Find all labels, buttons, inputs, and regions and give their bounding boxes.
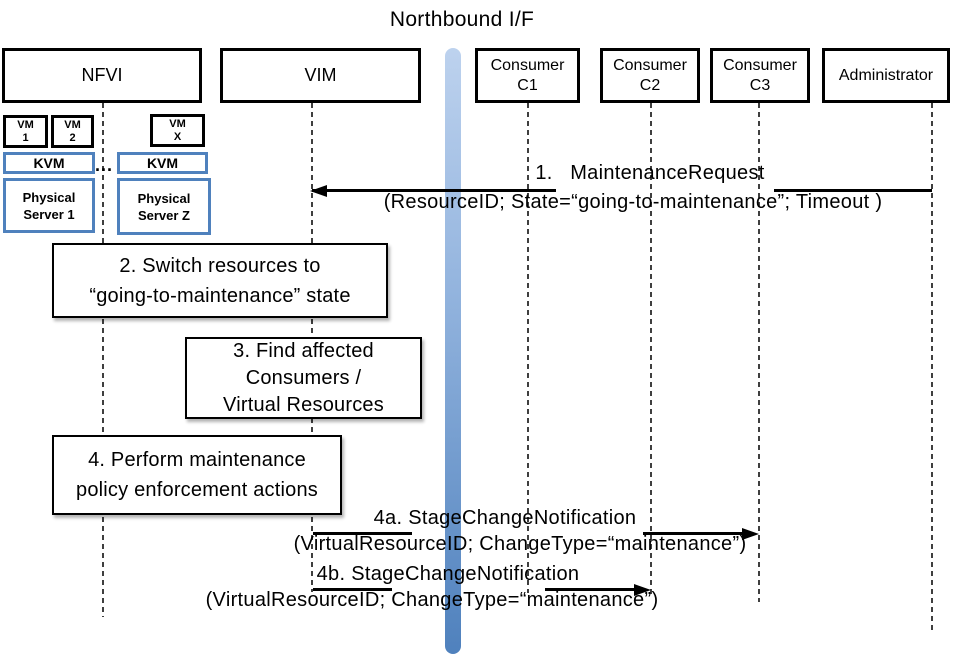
server1-line2: Server 1: [23, 206, 75, 222]
actor-c1-line1: Consumer: [490, 56, 565, 74]
vmx-line1: VM: [169, 117, 186, 130]
actor-nfvi: NFVI: [2, 48, 202, 103]
northbound-if-title: Northbound I/F: [389, 8, 535, 31]
kvm-right-box: KVM: [117, 152, 208, 174]
msg1-arrowhead: [310, 184, 327, 197]
msg1-arrow-line-right: [774, 189, 932, 192]
actor-consumer-c1: Consumer C1: [475, 48, 580, 103]
actor-c3-line2: C3: [749, 76, 771, 94]
step3-box: 3. Find affected Consumers / Virtual Res…: [185, 337, 422, 419]
actor-c1-line2: C1: [517, 76, 538, 94]
vm1-line1: VM: [17, 118, 34, 131]
msg1-params: (ResourceID; State=“going-to-maintenance…: [383, 191, 883, 213]
msg4a-arrow-line-right: [643, 532, 743, 535]
step2-line1: 2. Switch resources to: [119, 254, 321, 277]
lifeline-consumer-c2: [650, 103, 652, 598]
vm1-line2: 1: [22, 131, 29, 144]
physical-server-z-box: Physical Server Z: [117, 178, 211, 235]
vm2-line2: 2: [69, 131, 76, 144]
server1-line1: Physical: [22, 189, 76, 205]
northbound-interface-bar: [445, 48, 461, 654]
actor-nfvi-label: NFVI: [81, 65, 123, 86]
lifeline-administrator: [931, 103, 933, 630]
msg4a-arrow-line-left: [313, 532, 412, 535]
step2-line2: “going-to-maintenance” state: [89, 284, 351, 307]
step4-line1: 4. Perform maintenance: [88, 449, 306, 471]
msg4a-label: 4a. StageChangeNotification: [373, 507, 637, 529]
vm1-box: VM 1: [3, 115, 48, 148]
vmx-line2: X: [173, 130, 182, 143]
actor-c2-line1: Consumer: [613, 56, 687, 74]
msg4a-params: (VirtualResourceID; ChangeType=“maintena…: [293, 533, 747, 555]
step4-line2: policy enforcement actions: [76, 479, 318, 501]
actor-c3-line1: Consumer: [723, 56, 797, 74]
actor-consumer-c2: Consumer C2: [600, 48, 700, 103]
step4-box: 4. Perform maintenance policy enforcemen…: [52, 435, 342, 515]
actor-admin-label: Administrator: [838, 66, 934, 84]
msg4b-arrow-line-left: [313, 588, 392, 591]
serverz-line1: Physical: [137, 190, 191, 206]
actor-vim-label: VIM: [304, 65, 337, 86]
actor-administrator: Administrator: [822, 48, 950, 103]
step3-line3: Virtual Resources: [223, 393, 384, 416]
msg4b-arrow-line-right: [545, 588, 635, 591]
msg1-label: 1. MaintenanceRequest: [535, 162, 765, 184]
vm2-line1: VM: [64, 118, 81, 131]
actor-consumer-c3: Consumer C3: [710, 48, 810, 103]
serverz-line2: Server Z: [137, 207, 191, 223]
lifeline-consumer-c3: [758, 103, 760, 602]
msg1-arrow-line-left: [312, 189, 556, 192]
step2-box: 2. Switch resources to “going-to-mainten…: [52, 243, 388, 318]
msg4a-arrowhead: [742, 527, 759, 540]
step3-line1: 3. Find affected: [233, 339, 374, 362]
vm2-box: VM 2: [51, 115, 94, 148]
actor-vim: VIM: [220, 48, 421, 103]
kvm-left-box: KVM: [3, 152, 95, 174]
msg4b-label: 4b. StageChangeNotification: [316, 563, 580, 585]
physical-server-1-box: Physical Server 1: [3, 178, 95, 233]
kvm-left-label: KVM: [33, 154, 65, 171]
ellipsis: ...: [95, 155, 114, 175]
kvm-right-label: KVM: [146, 154, 179, 171]
actor-c2-line2: C2: [639, 76, 661, 94]
vmx-box: VM X: [150, 114, 205, 147]
msg4b-arrowhead: [634, 583, 651, 596]
msg4b-params: (VirtualResourceID; ChangeType=“maintena…: [205, 589, 659, 611]
step3-line2: Consumers /: [245, 366, 362, 389]
lifeline-nfvi: [102, 103, 104, 617]
lifeline-consumer-c1: [527, 103, 529, 593]
